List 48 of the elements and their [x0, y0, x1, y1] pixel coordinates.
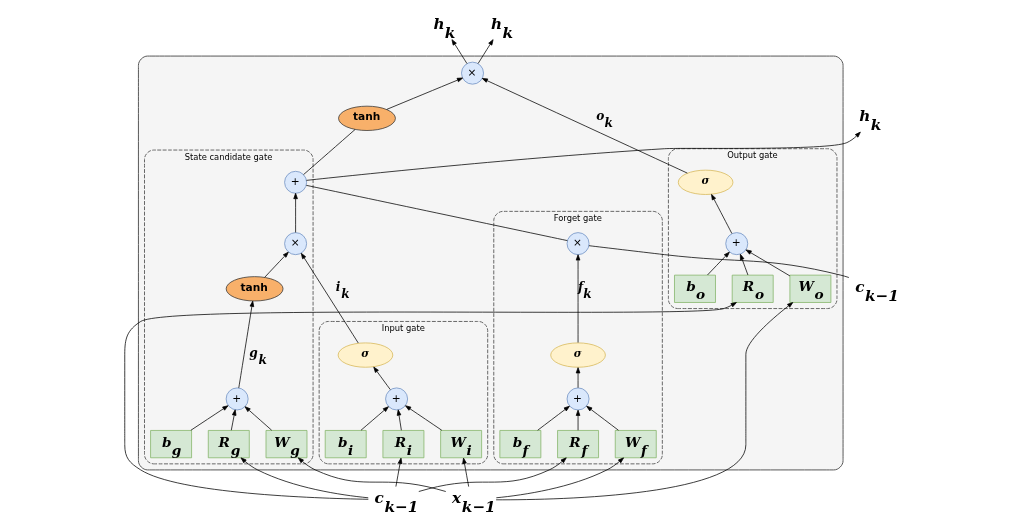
cluster	[137, 55, 844, 470]
connector	[588, 244, 849, 278]
arrow	[495, 301, 793, 500]
node-ellipse: σ	[337, 342, 393, 368]
arrow	[292, 192, 298, 233]
arrow	[305, 131, 861, 181]
node-circle: +	[566, 387, 589, 410]
arrow	[237, 300, 254, 388]
arrow	[706, 251, 730, 275]
arrow	[710, 193, 732, 234]
node-ellipse: σ	[677, 169, 733, 195]
arrow	[575, 409, 580, 431]
connector	[302, 128, 355, 175]
arrow	[481, 77, 688, 173]
arrow	[230, 409, 236, 431]
arrow	[536, 405, 570, 431]
arrow	[395, 457, 402, 487]
arrow	[244, 405, 272, 431]
arrow	[372, 366, 391, 390]
arrow	[575, 253, 580, 343]
arrow	[396, 409, 402, 431]
arrow	[300, 252, 359, 343]
arrow	[461, 457, 469, 487]
arrow	[417, 456, 567, 492]
arrow	[123, 301, 737, 500]
node-circle: +	[283, 170, 307, 194]
node-circle: ×	[283, 231, 307, 255]
arrow	[240, 457, 369, 498]
node-ellipse: tanh	[337, 105, 396, 131]
arrow	[495, 457, 624, 498]
arrow	[190, 404, 228, 431]
connector	[305, 184, 568, 241]
arrow	[477, 38, 493, 64]
arrow	[263, 251, 289, 278]
arrow	[385, 77, 463, 110]
arrow	[360, 405, 389, 431]
node-circle: ×	[566, 231, 589, 255]
arrow	[585, 405, 619, 431]
arrow	[404, 404, 442, 431]
arrow	[745, 249, 790, 276]
node-circle: +	[724, 231, 748, 255]
node-circle: ×	[460, 61, 484, 85]
arrow	[451, 38, 467, 64]
arrow	[575, 366, 580, 388]
node-ellipse: tanh	[225, 275, 283, 301]
node-ellipse: σ	[549, 342, 606, 368]
arrow	[297, 456, 446, 492]
arrow	[739, 253, 748, 275]
